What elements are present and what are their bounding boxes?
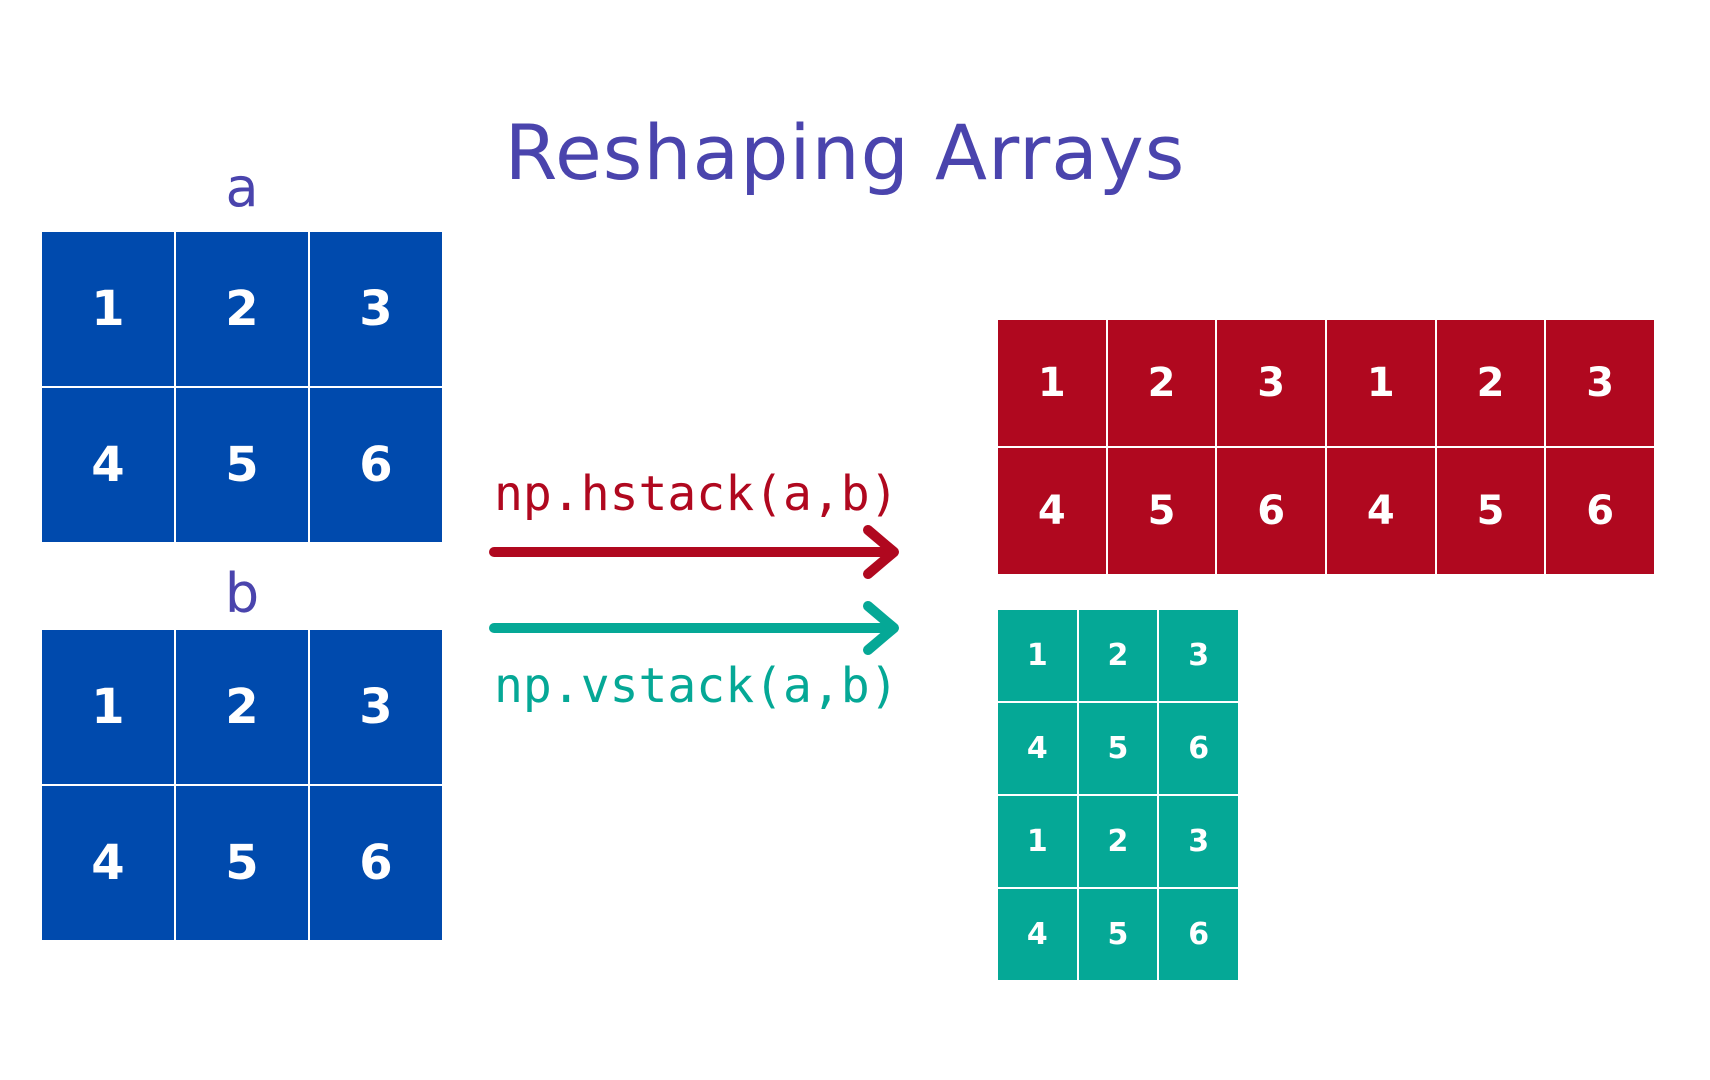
hstack-arrow-icon	[489, 525, 899, 579]
vstack-cell: 5	[1078, 889, 1158, 980]
array-a-cell: 5	[176, 388, 308, 542]
array-a-cell: 1	[42, 232, 174, 386]
vstack-cell: 1	[998, 610, 1077, 701]
array-b-cell: 4	[42, 786, 174, 940]
vstack-cell: 5	[1078, 703, 1158, 794]
array-a-cell: 2	[176, 232, 308, 386]
vstack-result-grid: 1 2 3 4 5 6 1 2 3 4 5 6	[998, 610, 1238, 980]
array-b-grid: 1 2 3 4 5 6	[42, 630, 442, 940]
vstack-cell: 6	[1159, 889, 1238, 980]
array-b-cell: 1	[42, 630, 174, 784]
array-a-cell: 6	[310, 388, 442, 542]
hstack-cell: 6	[1546, 448, 1654, 574]
array-b-cell: 6	[310, 786, 442, 940]
array-a-cell: 3	[310, 232, 442, 386]
hstack-cell: 3	[1217, 320, 1325, 446]
vstack-cell: 1	[998, 796, 1077, 887]
diagram-title: Reshaping Arrays	[504, 108, 1186, 197]
array-a-grid: 1 2 3 4 5 6	[42, 232, 442, 542]
hstack-cell: 2	[1436, 320, 1545, 446]
vstack-cell: 3	[1159, 796, 1238, 887]
vstack-code-label: np.vstack(a,b)	[494, 658, 899, 714]
vstack-cell: 6	[1159, 703, 1238, 794]
vstack-cell: 2	[1078, 610, 1158, 701]
vstack-cell: 3	[1159, 610, 1238, 701]
hstack-cell: 5	[1436, 448, 1545, 574]
vstack-cell: 4	[998, 703, 1077, 794]
hstack-cell: 3	[1546, 320, 1654, 446]
array-a-label: a	[225, 156, 259, 219]
array-b-cell: 2	[176, 630, 308, 784]
hstack-cell: 1	[1326, 320, 1435, 446]
hstack-cell: 5	[1107, 448, 1216, 574]
hstack-cell: 4	[998, 448, 1106, 574]
hstack-cell: 2	[1107, 320, 1216, 446]
hstack-cell: 6	[1217, 448, 1325, 574]
vstack-cell: 2	[1078, 796, 1158, 887]
array-b-label: b	[224, 562, 260, 625]
vstack-arrow-icon	[489, 601, 899, 655]
array-b-cell: 5	[176, 786, 308, 940]
vstack-cell: 4	[998, 889, 1077, 980]
array-b-cell: 3	[310, 630, 442, 784]
array-a-cell: 4	[42, 388, 174, 542]
hstack-cell: 1	[998, 320, 1106, 446]
hstack-cell: 4	[1326, 448, 1435, 574]
hstack-result-grid: 1 2 3 1 2 3 4 5 6 4 5 6	[998, 320, 1654, 574]
hstack-code-label: np.hstack(a,b)	[494, 466, 899, 522]
